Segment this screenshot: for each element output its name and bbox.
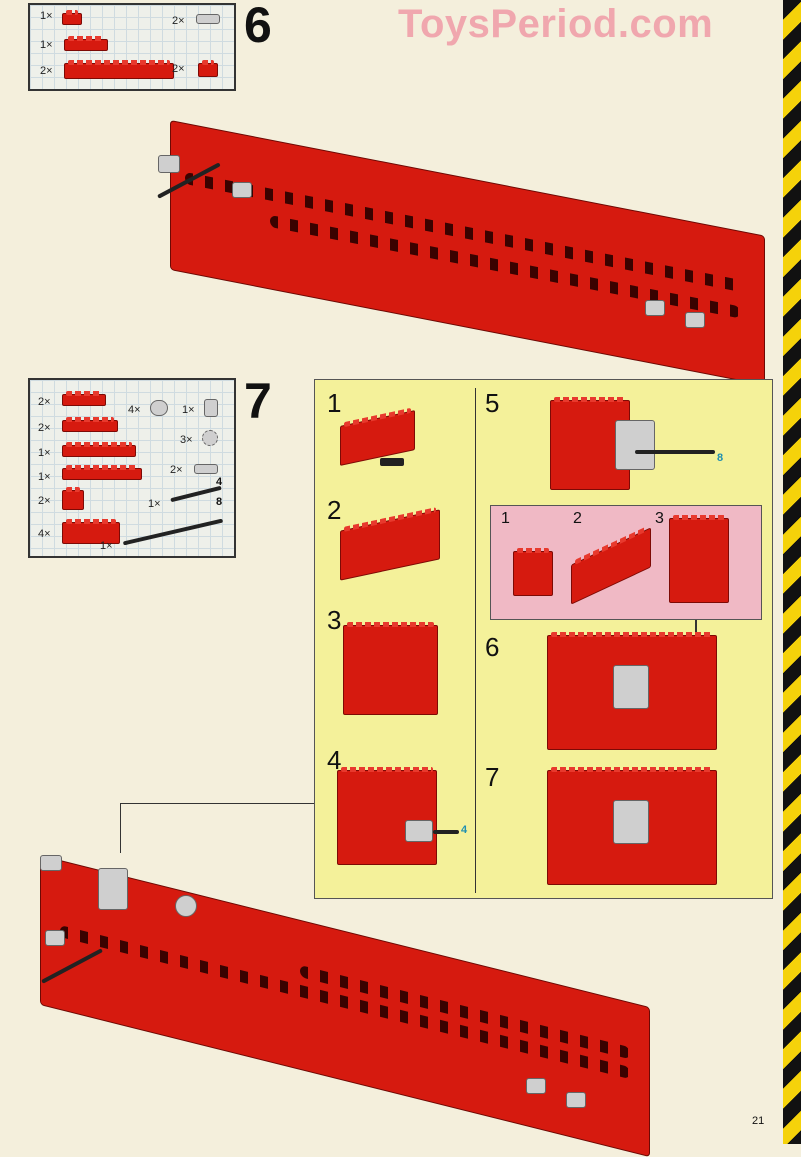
axle-length-label: 4 [461,824,468,836]
substep-number: 5 [485,388,500,418]
step7-parts-box: 2× 2× 1× 1× 2× 4× 4× 1× 3× 2× 4 1× 8 1× [28,378,236,558]
part-qty: 4× [38,528,51,540]
pink1-brick [513,548,553,596]
pink-substep-number: 2 [573,510,582,527]
part-qty: 2× [172,15,185,27]
hazard-stripe [783,0,801,1144]
step-number-6: 6 [244,0,272,53]
substep5-axle [635,450,715,454]
part-qty: 2× [172,63,185,75]
substep-number: 3 [327,605,342,635]
red-plate-2x4-icon [64,36,108,51]
substep6-gears [613,665,649,709]
part-qty: 1× [38,471,51,483]
substep1-pin [380,458,404,466]
part-qty: 2× [38,396,51,408]
substep-panel: 1 2 3 4 4 5 8 1 2 3 6 7 [314,379,773,899]
panel-divider [475,388,476,893]
callout-line-horizontal [120,803,314,804]
substep3-bricks [343,622,438,715]
axle-length-label: 8 [717,452,724,464]
substep1-bricks [340,410,415,466]
red-brick-1x2-icon [62,487,84,510]
black-axle-icon [170,485,222,503]
pink2-brick [571,527,651,605]
part-qty: 1× [40,39,53,51]
red-plate-2x3-icon [62,391,106,406]
step-number-7: 7 [244,373,272,429]
part-qty: 1× [182,404,195,416]
part-qty: 2× [38,422,51,434]
part-qty: 2× [170,464,183,476]
callout-line-vertical [120,803,121,853]
substep-number: 7 [485,762,500,792]
part-qty: 4× [128,404,141,416]
part-qty: 2× [38,495,51,507]
axle-length-label: 8 [216,496,223,508]
red-technic-brick-icon [62,519,120,544]
pink3-brick [669,515,729,603]
part-qty: 1× [40,10,53,22]
substep4-gear [405,820,433,842]
red-plate-2x8-icon [64,60,174,79]
grey-gear-icon [202,430,218,446]
substep5-gears [615,420,655,470]
red-plate-2x2-icon [198,60,218,77]
black-axle-icon [122,518,224,546]
part-qty: 2× [40,65,53,77]
substep7-gears [613,800,649,844]
grey-connector-icon [204,399,218,417]
substep-number: 6 [485,632,500,662]
step6-parts-box: 1× 1× 2× 2× 2× [28,3,236,91]
pink-substep-number: 3 [655,510,664,527]
part-qty: 3× [180,434,193,446]
pink-substep-number: 1 [501,510,510,527]
watermark-text: ToysPeriod.com [398,2,714,46]
grey-pin-icon [196,14,220,24]
substep2-bricks [340,509,440,581]
substep4-bricks [337,767,437,865]
substep-number: 2 [327,495,342,525]
axle-length-label: 4 [216,476,223,488]
red-plate-2x4-icon [62,417,118,432]
grey-bush-icon [150,400,168,416]
page-number: 21 [752,1115,765,1127]
red-plate-2x2-icon [62,10,82,25]
grey-pin-icon [194,464,218,474]
pink-substep-box: 1 2 3 [490,505,762,620]
red-plate-2x8-icon [62,465,142,480]
part-qty: 1× [148,498,161,510]
red-plate-2x6-icon [62,442,136,457]
part-qty: 1× [38,447,51,459]
substep4-axle [433,830,459,834]
substep-number: 4 [327,745,342,775]
part-qty: 1× [100,540,113,552]
substep-number: 1 [327,388,342,418]
